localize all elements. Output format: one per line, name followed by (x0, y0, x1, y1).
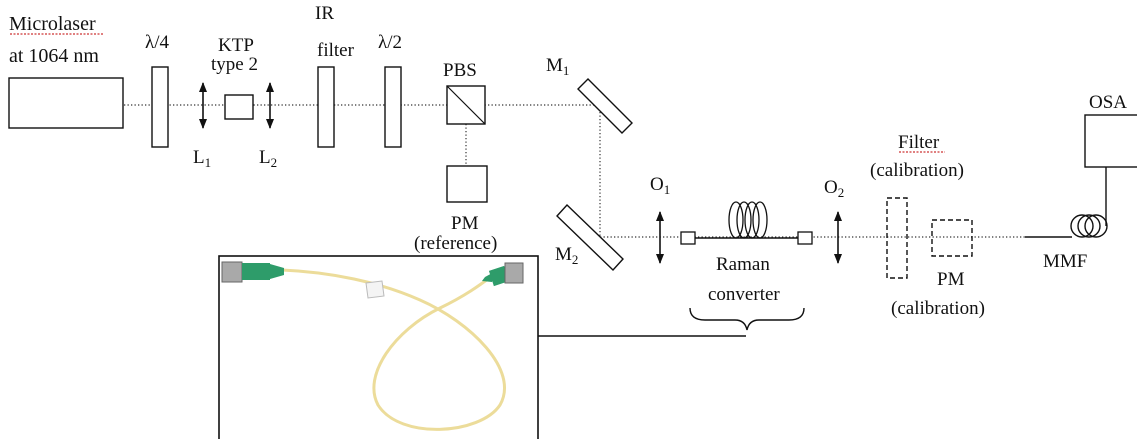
pm-reference-label-line1: PM (451, 213, 479, 234)
l1-label: L1 (193, 147, 211, 170)
microlaser-label-line1: Microlaser (9, 13, 96, 35)
ktp-label-line1: KTP (218, 35, 254, 56)
pbs-label: PBS (443, 60, 477, 81)
raman-converter-label-line1: Raman (716, 254, 770, 275)
pm-calibration-label-line2: (calibration) (891, 298, 985, 319)
output-coupler (797, 231, 813, 245)
quarter-wave-plate (151, 66, 169, 148)
power-meter-calibration (931, 219, 973, 257)
m2-label: M2 (555, 244, 578, 267)
pm-calibration-label-line1: PM (937, 269, 965, 290)
raman-converter-brace (689, 307, 805, 331)
photo-left-connector (221, 261, 284, 283)
photo-right-connector (482, 262, 524, 287)
pbs-diagonal (446, 85, 486, 125)
filter-label-line1: Filter (898, 132, 940, 153)
optical-spectrum-analyzer (1084, 114, 1137, 168)
osa-label: OSA (1089, 92, 1127, 113)
raman-fiber-coil (728, 201, 768, 239)
ktp-crystal (224, 94, 254, 120)
mirror-m2 (556, 203, 624, 272)
l2-label: L2 (259, 147, 277, 170)
mmf-fiber (1025, 166, 1108, 238)
ktp-label-line2: type 2 (211, 54, 258, 75)
microlaser-box (8, 77, 124, 129)
photo-fiber-loop (281, 268, 507, 431)
microlaser-label-line2: at 1064 nm (9, 45, 99, 67)
ir-filter (317, 66, 335, 148)
o1-label: O1 (650, 174, 670, 197)
beam-paths (124, 104, 1025, 238)
input-coupler (680, 231, 696, 245)
raman-converter-label-line2: converter (708, 284, 780, 305)
qwp-label: λ/4 (145, 32, 169, 53)
hwp-label: λ/2 (378, 32, 402, 53)
mmf-label: MMF (1043, 251, 1087, 272)
raman-converter-photo (218, 255, 539, 439)
power-meter-reference (446, 165, 488, 203)
calibration-filter (886, 197, 908, 279)
m1-label: M1 (546, 55, 569, 78)
o2-label: O2 (824, 177, 844, 200)
pm-reference-label-line2: (reference) (414, 233, 497, 254)
filter-label-line2: (calibration) (870, 160, 964, 181)
ir-filter-label-line1: IR (315, 3, 334, 24)
half-wave-plate (384, 66, 402, 148)
mirror-m1 (577, 78, 633, 134)
photo-fiber-tag (365, 280, 385, 299)
ir-filter-label-line2: filter (317, 40, 355, 61)
